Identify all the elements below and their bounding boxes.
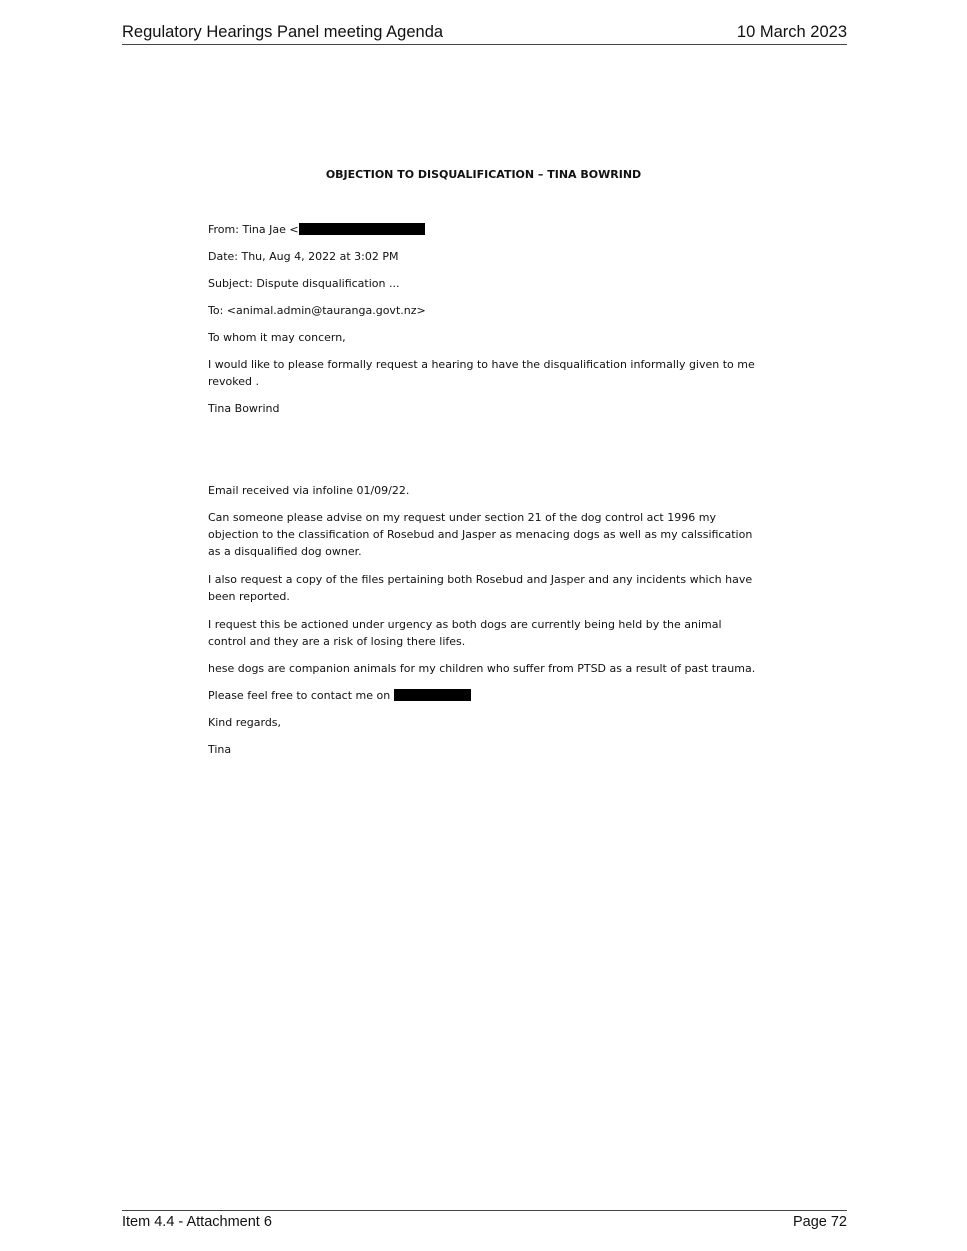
email-body: I would like to please formally request … bbox=[208, 358, 755, 388]
email-contact-line: Please feel free to contact me on bbox=[208, 687, 758, 704]
page-footer: Item 4.4 - Attachment 6 Page 72 bbox=[122, 1210, 847, 1235]
email-to: To: <animal.admin@tauranga.govt.nz> bbox=[208, 304, 426, 317]
header-date: 10 March 2023 bbox=[736, 23, 847, 41]
email-greeting: To whom it may concern, bbox=[208, 331, 346, 344]
email-signature-2: Tina bbox=[208, 743, 232, 756]
email-contact: Please feel free to contact me on bbox=[208, 689, 391, 702]
email-received-note: Email received via infoline 01/09/22. bbox=[208, 484, 410, 497]
email-subject: Subject: Dispute disqualification ... bbox=[208, 277, 400, 290]
email-date: Date: Thu, Aug 4, 2022 at 3:02 PM bbox=[208, 250, 399, 263]
header-title: Regulatory Hearings Panel meeting Agenda bbox=[122, 23, 444, 41]
email-signature: Tina Bowrind bbox=[208, 402, 280, 415]
email-paragraph-3: I request this be actioned under urgency… bbox=[208, 618, 722, 648]
email-from-line: From: Tina Jae < bbox=[208, 221, 758, 238]
document-title: OBJECTION TO DISQUALIFICATION – TINA BOW… bbox=[325, 168, 642, 181]
page-header: Regulatory Hearings Panel meeting Agenda… bbox=[122, 20, 847, 45]
footer-page-number: Page 72 bbox=[792, 1214, 847, 1230]
redacted-email-address bbox=[298, 223, 425, 235]
email-paragraph-4: hese dogs are companion animals for my c… bbox=[208, 662, 756, 675]
email-paragraph-2: I also request a copy of the files perta… bbox=[208, 573, 753, 603]
redacted-phone-number bbox=[393, 689, 471, 701]
email-closing: Kind regards, bbox=[208, 716, 282, 729]
email-from: From: Tina Jae < bbox=[208, 223, 299, 236]
footer-item: Item 4.4 - Attachment 6 bbox=[122, 1214, 272, 1230]
email-paragraph-1: Can someone please advise on my request … bbox=[208, 511, 753, 558]
